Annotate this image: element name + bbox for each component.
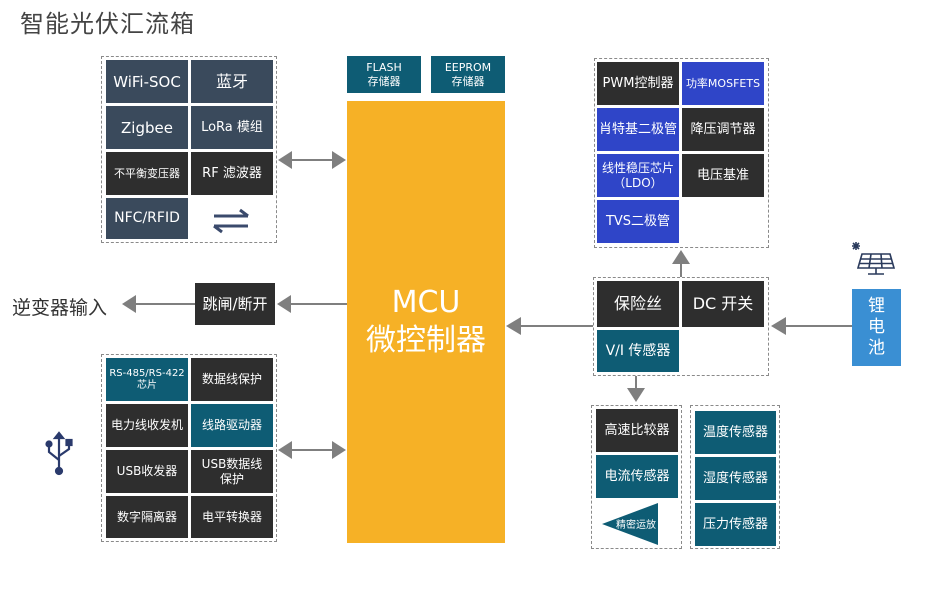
zigbee-block: Zigbee (106, 106, 188, 149)
trip-disconnect-block: 跳闸/断开 (195, 283, 275, 325)
pwm-controller-block: PWM控制器 (597, 62, 679, 105)
balun-block: 不平衡变压器 (106, 152, 188, 195)
power-group (594, 58, 769, 248)
usb-transceiver-block: USB收发器 (106, 450, 188, 493)
power-mosfets-block: 功率MOSFETS (682, 62, 764, 105)
nfc-rfid-block: NFC/RFID (106, 198, 188, 239)
comm-group (101, 56, 277, 243)
protection-power-arrow (672, 250, 690, 277)
inverter-input-label: 逆变器输入 (12, 297, 108, 319)
high-speed-comparator-block: 高速比较器 (596, 409, 678, 452)
rs485-block: RS-485/RS-422 芯片 (106, 358, 188, 401)
precision-opamp-label: 精密运放 (616, 520, 656, 531)
humidity-sensor-block: 湿度传感器 (695, 457, 776, 500)
eeprom-memory-block: EEPROM 存储器 (431, 56, 505, 93)
comm-mcu-arrow (278, 151, 346, 169)
battery-protection-arrow (771, 317, 852, 335)
usb-icon (45, 431, 73, 476)
protection-mcu-arrow (506, 317, 593, 335)
schottky-diode-block: 肖特基二极管 (597, 108, 679, 151)
tvs-diode-block: TVS二极管 (597, 200, 679, 243)
mcu-label: MCU (391, 285, 461, 320)
flash-memory-block: FLASH 存储器 (347, 56, 421, 93)
buck-regulator-block: 降压调节器 (682, 108, 764, 151)
usb-data-protection-block: USB数据线 保护 (191, 450, 273, 493)
interface-group (101, 354, 277, 542)
wifi-soc-block: WiFi-SOC (106, 60, 188, 103)
lithium-battery-block: 锂 电 池 (852, 289, 901, 366)
solar-panel-icon (852, 242, 896, 275)
mcu-block: MCU 微控制器 (347, 101, 505, 543)
interface-mcu-arrow (278, 441, 346, 459)
powerline-transceiver-block: 电力线收发机 (106, 404, 188, 447)
lora-block: LoRa 模组 (191, 106, 273, 149)
vi-sensor-block: V/I 传感器 (597, 330, 679, 372)
level-shifter-block: 电平转换器 (191, 496, 273, 538)
protection-group (593, 277, 769, 376)
trip-inverter-arrow (122, 295, 195, 313)
swap-arrows-icon (213, 208, 249, 234)
mcu-trip-arrow (277, 295, 347, 313)
rf-filter-block: RF 滤波器 (191, 152, 273, 195)
voltage-reference-block: 电压基准 (682, 154, 764, 197)
diagram-title: 智能光伏汇流箱 (20, 10, 195, 38)
temperature-sensor-block: 温度传感器 (695, 411, 776, 454)
signal-group (591, 405, 682, 549)
sensor-group (690, 405, 780, 549)
ldo-block: 线性稳压芯片 （LDO） (597, 154, 679, 197)
data-line-protection-block: 数据线保护 (191, 358, 273, 401)
protection-signal-arrow (627, 376, 645, 402)
mcu-sublabel: 微控制器 (366, 323, 486, 358)
bluetooth-block: 蓝牙 (191, 60, 273, 103)
current-sensor-block: 电流传感器 (596, 455, 678, 498)
pressure-sensor-block: 压力传感器 (695, 503, 776, 546)
line-driver-block: 线路驱动器 (191, 404, 273, 447)
dc-switch-block: DC 开关 (682, 281, 764, 327)
precision-opamp-icon (602, 503, 658, 545)
fuse-block: 保险丝 (597, 281, 679, 327)
digital-isolator-block: 数字隔离器 (106, 496, 188, 538)
